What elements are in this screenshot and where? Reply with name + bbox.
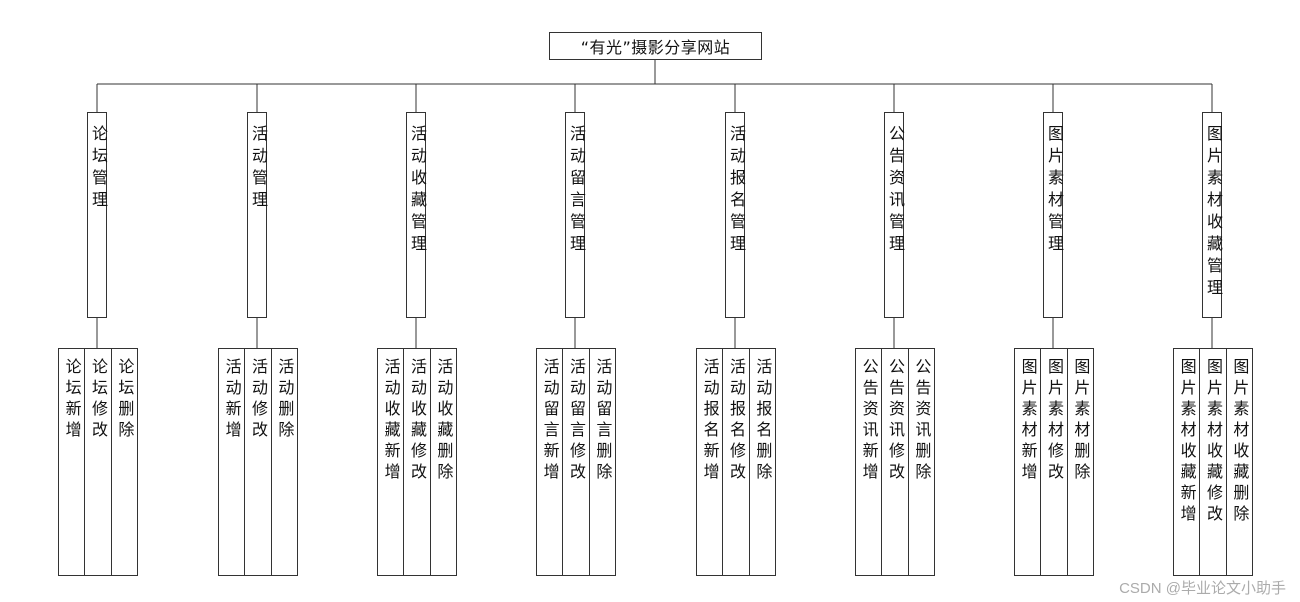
leaf-node-add: 图片素材收藏新增 bbox=[1174, 349, 1201, 575]
module-label: 图片素材管理 bbox=[1045, 125, 1064, 257]
leaf-label: 论坛修改 bbox=[88, 358, 108, 442]
leaf-group-image-favorite: 图片素材收藏新增 图片素材收藏修改 图片素材收藏删除 bbox=[1173, 348, 1253, 576]
leaf-node-edit: 活动留言修改 bbox=[563, 349, 590, 575]
leaf-node-edit: 图片素材收藏修改 bbox=[1200, 349, 1227, 575]
leaf-node-edit: 公告资讯修改 bbox=[882, 349, 909, 575]
watermark: CSDN @毕业论文小助手 bbox=[1119, 580, 1286, 597]
leaf-label: 活动留言删除 bbox=[593, 358, 613, 484]
module-node-activity-favorite: 活动收藏管理 bbox=[406, 112, 427, 318]
leaf-node-add: 活动留言新增 bbox=[537, 349, 564, 575]
module-label: 论坛管理 bbox=[89, 125, 108, 213]
leaf-node-add: 活动收藏新增 bbox=[378, 349, 405, 575]
leaf-label: 图片素材收藏修改 bbox=[1203, 358, 1223, 526]
leaf-node-add: 活动新增 bbox=[219, 349, 246, 575]
leaf-node-delete: 图片素材删除 bbox=[1068, 349, 1093, 575]
module-label: 图片素材收藏管理 bbox=[1204, 125, 1223, 301]
leaf-group-forum: 论坛新增 论坛修改 论坛删除 bbox=[58, 348, 138, 576]
leaf-label: 活动修改 bbox=[248, 358, 268, 442]
leaf-label: 公告资讯修改 bbox=[885, 358, 905, 484]
leaf-node-edit: 图片素材修改 bbox=[1041, 349, 1068, 575]
leaf-label: 活动新增 bbox=[222, 358, 242, 442]
leaf-group-image-material: 图片素材新增 图片素材修改 图片素材删除 bbox=[1014, 348, 1094, 576]
leaf-label: 活动收藏新增 bbox=[381, 358, 401, 484]
leaf-node-edit: 活动报名修改 bbox=[723, 349, 750, 575]
root-node: “有光”摄影分享网站 bbox=[549, 32, 762, 60]
module-label: 活动管理 bbox=[249, 125, 268, 213]
leaf-node-edit: 论坛修改 bbox=[85, 349, 112, 575]
leaf-label: 图片素材删除 bbox=[1071, 358, 1091, 484]
leaf-node-delete: 活动删除 bbox=[272, 349, 297, 575]
leaf-node-add: 公告资讯新增 bbox=[856, 349, 883, 575]
leaf-label: 活动报名删除 bbox=[753, 358, 773, 484]
leaf-node-add: 活动报名新增 bbox=[697, 349, 724, 575]
leaf-label: 活动留言修改 bbox=[566, 358, 586, 484]
leaf-node-delete: 公告资讯删除 bbox=[909, 349, 934, 575]
module-node-forum: 论坛管理 bbox=[87, 112, 108, 318]
leaf-node-delete: 图片素材收藏删除 bbox=[1227, 349, 1252, 575]
module-label: 活动收藏管理 bbox=[408, 125, 427, 257]
leaf-node-add: 论坛新增 bbox=[59, 349, 86, 575]
leaf-label: 活动报名新增 bbox=[700, 358, 720, 484]
leaf-group-activity-signup: 活动报名新增 活动报名修改 活动报名删除 bbox=[696, 348, 776, 576]
leaf-label: 公告资讯删除 bbox=[912, 358, 932, 484]
leaf-label: 图片素材收藏删除 bbox=[1230, 358, 1250, 526]
leaf-label: 图片素材新增 bbox=[1018, 358, 1038, 484]
leaf-node-delete: 论坛删除 bbox=[112, 349, 137, 575]
leaf-label: 论坛删除 bbox=[115, 358, 135, 442]
leaf-label: 公告资讯新增 bbox=[859, 358, 879, 484]
module-label: 活动报名管理 bbox=[727, 125, 746, 257]
leaf-node-edit: 活动修改 bbox=[245, 349, 272, 575]
leaf-node-delete: 活动报名删除 bbox=[750, 349, 775, 575]
leaf-node-edit: 活动收藏修改 bbox=[404, 349, 431, 575]
leaf-group-activity-message: 活动留言新增 活动留言修改 活动留言删除 bbox=[536, 348, 616, 576]
module-node-activity-message: 活动留言管理 bbox=[565, 112, 586, 318]
module-label: 活动留言管理 bbox=[567, 125, 586, 257]
leaf-node-add: 图片素材新增 bbox=[1015, 349, 1042, 575]
module-label: 公告资讯管理 bbox=[886, 125, 905, 257]
module-node-image-material: 图片素材管理 bbox=[1043, 112, 1064, 318]
leaf-group-activity-favorite: 活动收藏新增 活动收藏修改 活动收藏删除 bbox=[377, 348, 457, 576]
leaf-node-delete: 活动留言删除 bbox=[590, 349, 615, 575]
leaf-group-announcement: 公告资讯新增 公告资讯修改 公告资讯删除 bbox=[855, 348, 935, 576]
leaf-label: 活动留言新增 bbox=[540, 358, 560, 484]
leaf-label: 活动报名修改 bbox=[726, 358, 746, 484]
module-node-announcement: 公告资讯管理 bbox=[884, 112, 905, 318]
leaf-label: 论坛新增 bbox=[62, 358, 82, 442]
leaf-label: 图片素材收藏新增 bbox=[1177, 358, 1197, 526]
module-node-activity-signup: 活动报名管理 bbox=[725, 112, 746, 318]
root-label: “有光”摄影分享网站 bbox=[580, 38, 731, 57]
module-node-image-favorite: 图片素材收藏管理 bbox=[1202, 112, 1223, 318]
leaf-label: 图片素材修改 bbox=[1044, 358, 1064, 484]
module-node-activity: 活动管理 bbox=[247, 112, 268, 318]
leaf-label: 活动收藏修改 bbox=[407, 358, 427, 484]
leaf-group-activity: 活动新增 活动修改 活动删除 bbox=[218, 348, 298, 576]
leaf-node-delete: 活动收藏删除 bbox=[431, 349, 456, 575]
leaf-label: 活动收藏删除 bbox=[434, 358, 454, 484]
leaf-label: 活动删除 bbox=[275, 358, 295, 442]
